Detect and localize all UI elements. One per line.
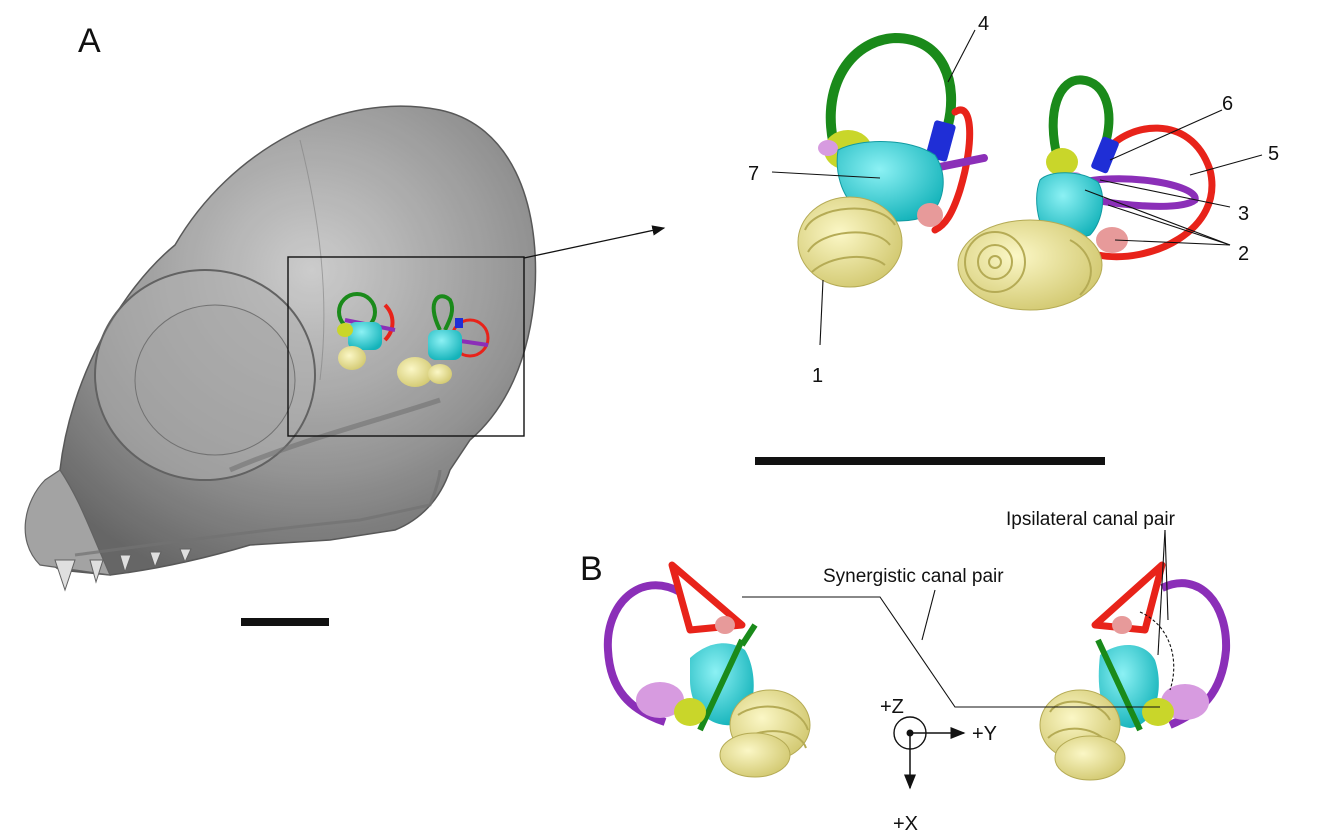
axis-indicator xyxy=(894,717,964,788)
canal-pair-right-ear xyxy=(1040,565,1226,780)
callout-label-1: 1 xyxy=(812,365,823,387)
scale-bar-detail xyxy=(755,457,1105,465)
callout-label-5: 5 xyxy=(1268,143,1279,165)
callout-label-6: 6 xyxy=(1222,93,1233,115)
synergistic-pair-label: Synergistic canal pair xyxy=(823,566,1004,587)
callout-label-3: 3 xyxy=(1238,203,1249,225)
callout-label-2: 2 xyxy=(1238,243,1249,265)
inset-arrow xyxy=(524,228,664,258)
panel-b-letter: B xyxy=(580,550,603,588)
callout-label-7: 7 xyxy=(748,163,759,185)
inner-ear-left-detail xyxy=(798,38,984,287)
axis-label-y: +Y xyxy=(972,723,997,745)
panel-a-letter: A xyxy=(78,22,101,60)
scale-bar-skull xyxy=(241,618,329,626)
ipsilateral-pair-label: Ipsilateral canal pair xyxy=(1006,509,1176,530)
axis-label-z: +Z xyxy=(880,696,904,718)
axis-label-x: +X xyxy=(893,813,918,835)
callout-label-4: 4 xyxy=(978,13,989,35)
